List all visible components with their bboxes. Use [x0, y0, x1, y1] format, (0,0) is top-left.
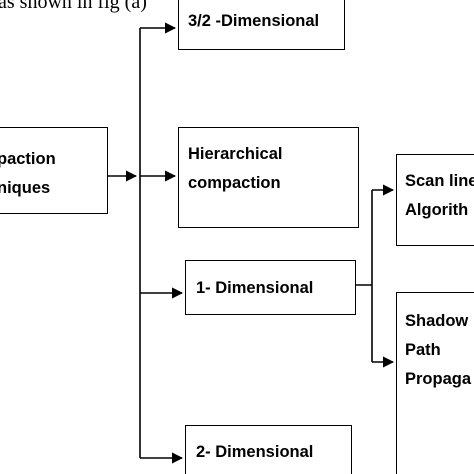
node-hierarchical-line-2: compaction	[188, 174, 281, 192]
node-three-halves-dimensional: 3/2 -Dimensional	[178, 0, 345, 50]
node-compaction-line-1: paction	[0, 150, 56, 168]
caption-text: as shown in fig (a)	[0, 0, 147, 13]
node-three-halves-label: 3/2 -Dimensional	[188, 12, 320, 30]
node-two-dim-label: 2- Dimensional	[196, 443, 314, 461]
node-hierarchical-compaction: Hierarchical compaction	[178, 127, 359, 228]
node-hierarchical-line-1: Hierarchical	[188, 145, 283, 163]
node-shadow-path-propagation: Shadow Path Propaga	[396, 292, 474, 474]
node-scan-line-algorithm: Scan line Algorith	[396, 154, 474, 246]
node-one-dim-label: 1- Dimensional	[196, 279, 314, 297]
node-two-dimensional: 2- Dimensional	[185, 425, 352, 474]
node-scan-line-line-1: Scan line	[405, 172, 474, 190]
node-one-dimensional: 1- Dimensional	[185, 260, 356, 315]
node-scan-line-line-2: Algorith	[405, 201, 469, 219]
node-shadow-line-2: Path	[405, 341, 441, 359]
node-shadow-line-1: Shadow	[405, 312, 469, 330]
node-compaction-line-2: niques	[0, 179, 51, 197]
node-compaction-techniques: paction niques	[0, 127, 108, 214]
node-shadow-line-3: Propaga	[405, 370, 472, 388]
